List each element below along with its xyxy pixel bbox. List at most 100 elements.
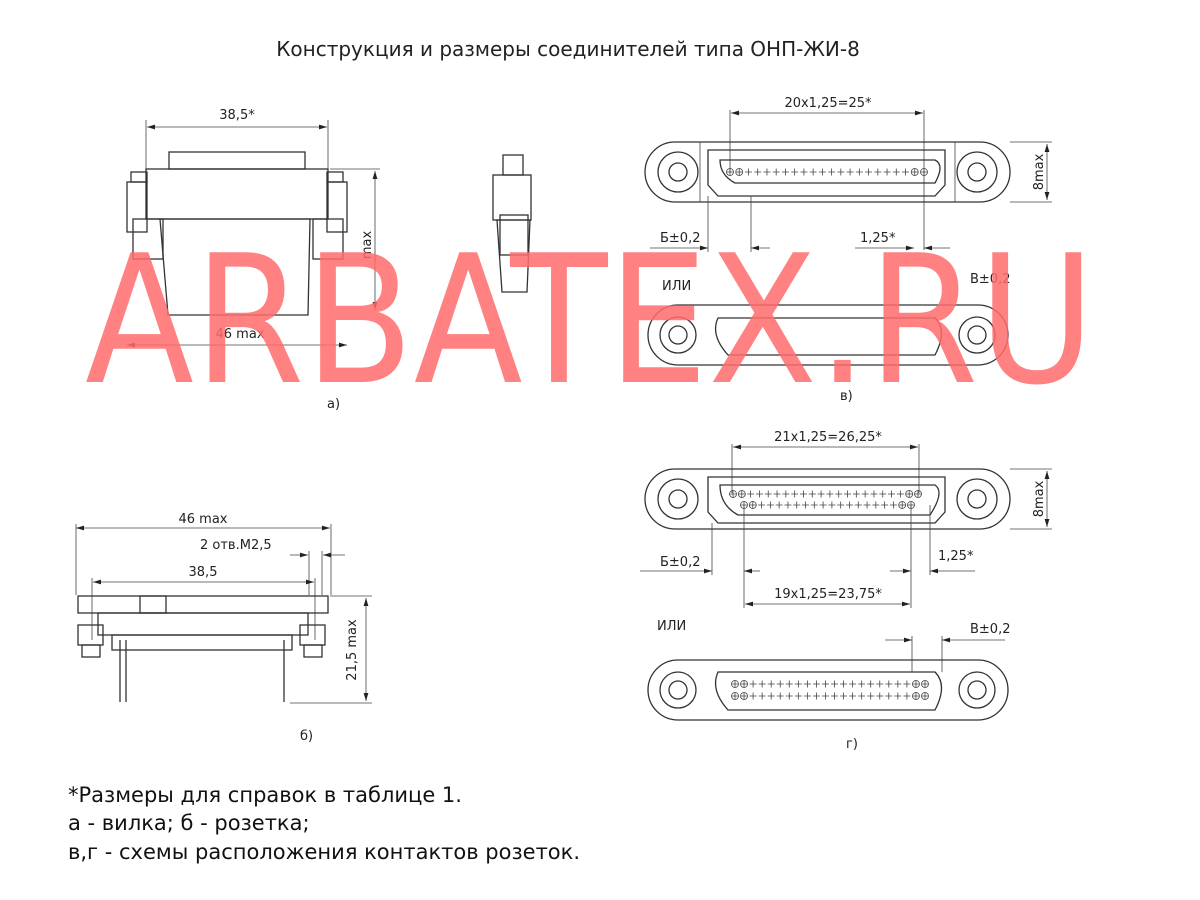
contact-pin	[758, 680, 766, 688]
contact-pin	[921, 692, 929, 700]
contact-pin	[826, 490, 834, 498]
contact-pin	[912, 692, 920, 700]
view-b-width-dim: 46 max	[179, 512, 228, 527]
contact-pin	[821, 692, 829, 700]
view-g-contact-layout: 21x1,25=26,25* 8max Б±0,2 1,25* 19x1,25=…	[640, 430, 1052, 752]
contact-pin	[889, 501, 897, 509]
contact-pin	[870, 490, 878, 498]
contact-pin	[812, 680, 820, 688]
view-a-plug: 38,5* max 46 max а)	[126, 108, 532, 412]
contact-pin	[817, 490, 825, 498]
contact-pin	[858, 680, 866, 688]
contact-pin	[740, 692, 748, 700]
contact-pin	[749, 501, 757, 509]
view-a-height-dim: max	[360, 231, 375, 260]
view-g-or-label: ИЛИ	[657, 619, 686, 634]
note-line: в,г - схемы расположения контактов розет…	[68, 840, 580, 864]
view-b-pitch-dim: 38,5	[189, 565, 218, 580]
contact-pin	[867, 680, 875, 688]
view-v-label: в)	[840, 389, 853, 404]
contact-pin	[803, 680, 811, 688]
view-v-b-dim: Б±0,2	[660, 231, 701, 246]
contact-pin	[809, 168, 817, 176]
contact-pin	[800, 168, 808, 176]
contact-pin	[855, 168, 863, 176]
contact-pin	[735, 168, 743, 176]
view-v-or-label: ИЛИ	[662, 279, 691, 294]
contact-pin	[894, 692, 902, 700]
contact-pin	[861, 490, 869, 498]
contact-pin	[840, 680, 848, 688]
view-b-holes-dim: 2 отв.М2,5	[200, 538, 272, 553]
contact-pin	[810, 501, 818, 509]
contact-pin	[874, 168, 882, 176]
contact-pin	[854, 501, 862, 509]
contact-pin	[898, 501, 906, 509]
contact-pin	[758, 501, 766, 509]
contact-pin	[905, 490, 913, 498]
view-b-label: б)	[300, 729, 313, 744]
contact-pin	[921, 680, 929, 688]
contact-pin	[808, 490, 816, 498]
contact-pin	[828, 168, 836, 176]
contact-pin	[831, 680, 839, 688]
contact-pin	[849, 692, 857, 700]
contact-pin	[785, 680, 793, 688]
contact-pin	[749, 680, 757, 688]
contact-pin	[729, 490, 737, 498]
contact-pin	[872, 501, 880, 509]
view-g-pitch-dim: 1,25*	[938, 549, 974, 564]
contact-pin	[767, 680, 775, 688]
contact-pin	[837, 168, 845, 176]
contact-pin	[844, 490, 852, 498]
contact-pin	[758, 692, 766, 700]
notes: *Размеры для справок в таблице 1. а - ви…	[68, 783, 580, 864]
contact-pin	[876, 680, 884, 688]
contact-pin	[793, 501, 801, 509]
contact-pin	[903, 692, 911, 700]
contact-pin	[802, 501, 810, 509]
contact-pin	[731, 680, 739, 688]
contact-pin	[775, 501, 783, 509]
view-g-v-dim: В±0,2	[970, 622, 1011, 637]
contact-pin	[903, 680, 911, 688]
view-g-span2-dim: 19x1,25=23,75*	[774, 587, 882, 602]
view-v-contact-layout: 20x1,25=25* 8max Б±0,2 1,25* ИЛИ В±0,2 в…	[644, 96, 1052, 404]
contact-pin	[920, 168, 928, 176]
contact-pin	[803, 692, 811, 700]
contact-pin	[863, 501, 871, 509]
contact-pin	[740, 680, 748, 688]
contact-pin	[846, 168, 854, 176]
contact-pin	[791, 168, 799, 176]
view-a-label: а)	[327, 397, 340, 412]
contact-pin	[738, 490, 746, 498]
contact-pin	[754, 168, 762, 176]
contact-pin	[865, 168, 873, 176]
view-a-bottom-dim: 46 max	[216, 327, 265, 342]
contact-pin	[819, 501, 827, 509]
view-v-span-dim: 20x1,25=25*	[784, 96, 872, 111]
contact-pin	[828, 501, 836, 509]
contact-pin	[902, 168, 910, 176]
contact-pin	[837, 501, 845, 509]
contact-pin	[744, 168, 752, 176]
contact-pin	[840, 692, 848, 700]
contact-pin	[914, 490, 922, 498]
view-g-span-dim: 21x1,25=26,25*	[774, 430, 882, 445]
contact-pin	[876, 692, 884, 700]
contact-pin	[781, 168, 789, 176]
contact-pin	[852, 490, 860, 498]
contact-pin	[812, 692, 820, 700]
view-b-socket: 46 max 2 отв.М2,5 38,5 21,5 max б)	[75, 512, 372, 744]
contact-pin	[772, 168, 780, 176]
contact-pin	[799, 490, 807, 498]
contact-pin	[749, 692, 757, 700]
view-v-height-dim: 8max	[1032, 153, 1047, 190]
page-title: Конструкция и размеры соединителей типа …	[276, 37, 860, 61]
view-v-v-dim: В±0,2	[970, 272, 1011, 287]
contact-pin	[794, 680, 802, 688]
contact-pin	[892, 168, 900, 176]
view-b-height-dim: 21,5 max	[345, 619, 360, 681]
view-g-label: г)	[846, 737, 858, 752]
